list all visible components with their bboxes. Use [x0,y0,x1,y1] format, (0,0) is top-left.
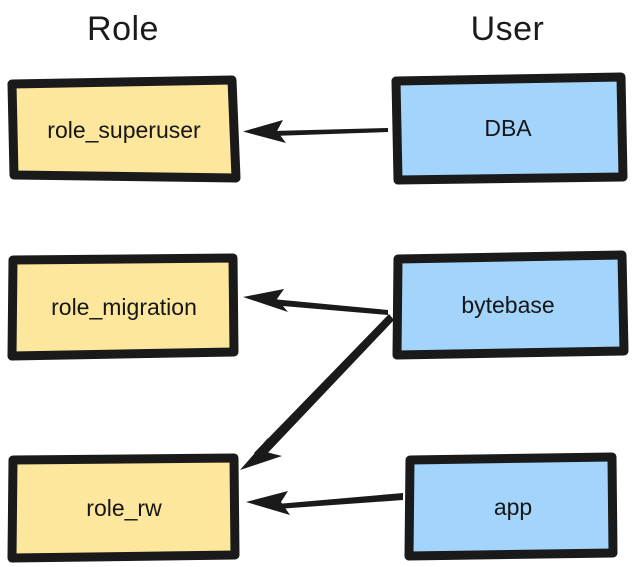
node-role-rw-shape[interactable] [6,452,244,566]
node-role-migration-shape[interactable] [6,252,244,364]
role-superuser-box[interactable] [7,75,241,183]
column-header-user: User [470,10,545,48]
node-app-shape[interactable] [403,452,623,564]
column-header-role: Role [87,10,159,48]
node-dba-shape[interactable] [389,72,629,186]
role-migration-box[interactable] [7,253,239,361]
bytebase-box[interactable] [392,250,629,360]
app-box[interactable] [404,452,618,561]
edge-app-to-role-rw [246,491,403,515]
dba-box[interactable] [391,72,628,185]
role-rw-box[interactable] [7,453,240,563]
edge-dba-to-role-superuser [243,120,388,143]
node-role-superuser-shape[interactable] [6,74,244,186]
node-bytebase-shape[interactable] [389,250,629,364]
edge-bytebase-to-role-migration [243,289,388,315]
edge-bytebase-to-role-rw [240,314,394,470]
